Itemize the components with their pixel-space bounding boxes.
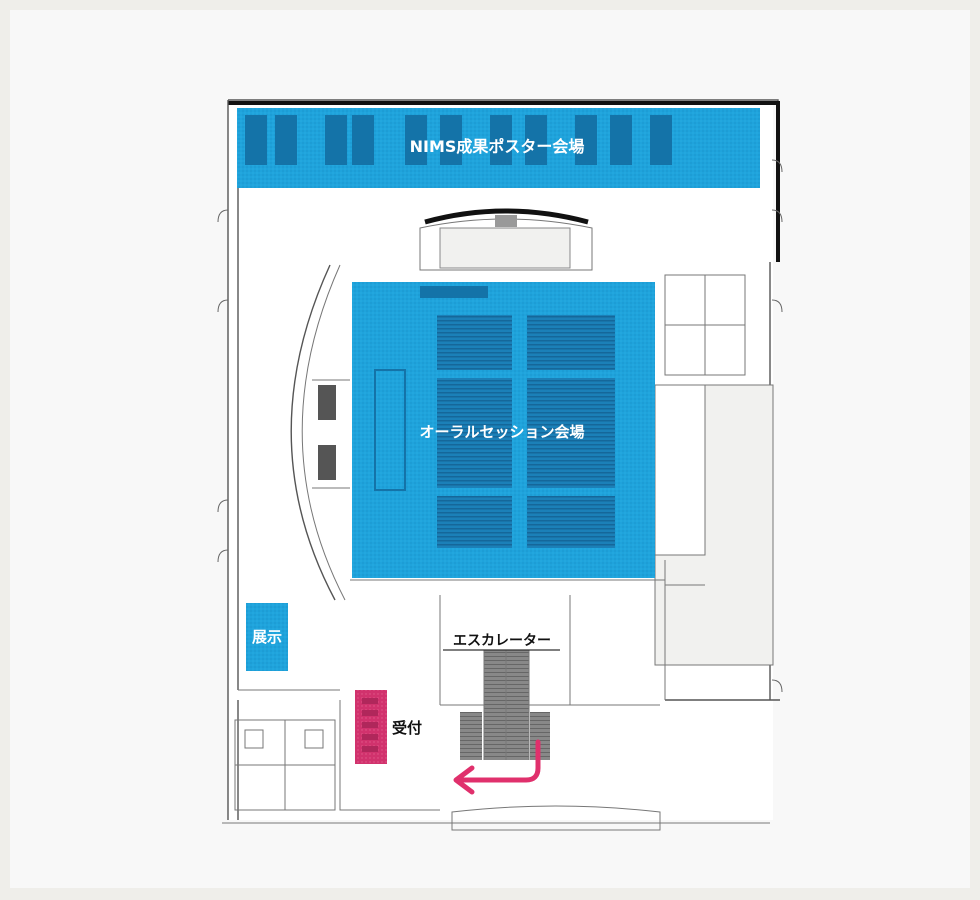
escalator[interactable]: エスカレーター xyxy=(443,630,560,760)
poster-hall[interactable]: NIMS成果ポスター会場 xyxy=(237,108,760,188)
route-arrow xyxy=(453,739,541,795)
poster-hall-label: NIMS成果ポスター会場 xyxy=(410,137,585,156)
exhibit-label: 展示 xyxy=(252,628,282,646)
reception[interactable]: 受付 xyxy=(355,690,422,764)
oral-hall-label: オーラルセッション会場 xyxy=(419,423,584,441)
oral-session-hall[interactable]: オーラルセッション会場 xyxy=(352,282,655,578)
reception-label: 受付 xyxy=(392,719,422,737)
exhibit-area[interactable]: 展示 xyxy=(246,603,288,671)
escalator-label: エスカレーター xyxy=(453,633,551,649)
